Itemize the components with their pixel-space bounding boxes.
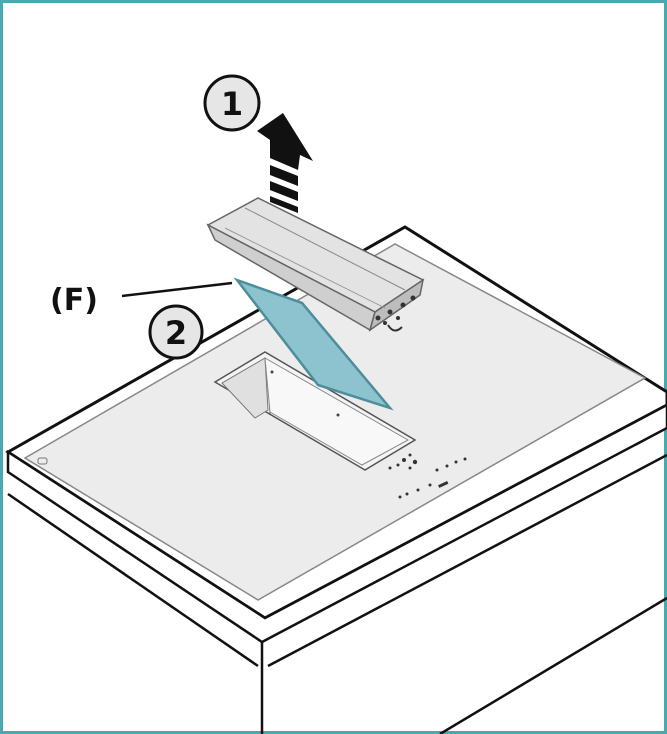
cabinet bbox=[7, 453, 667, 734]
arrow-up-icon bbox=[257, 113, 313, 213]
filter-leader-line bbox=[121, 281, 233, 298]
hob-indicator-icon bbox=[37, 457, 48, 465]
filter-panel bbox=[233, 277, 394, 411]
step-2-number: 2 bbox=[165, 314, 187, 352]
grease-tray bbox=[206, 197, 425, 332]
touch-controls bbox=[388, 453, 467, 499]
hob bbox=[23, 243, 647, 601]
filter-label: (F) bbox=[50, 283, 98, 318]
hob-opening bbox=[213, 351, 417, 471]
step-1-callout: 1 bbox=[203, 74, 261, 132]
step-1-number: 1 bbox=[221, 85, 243, 123]
step-2-callout: 2 bbox=[148, 304, 204, 360]
